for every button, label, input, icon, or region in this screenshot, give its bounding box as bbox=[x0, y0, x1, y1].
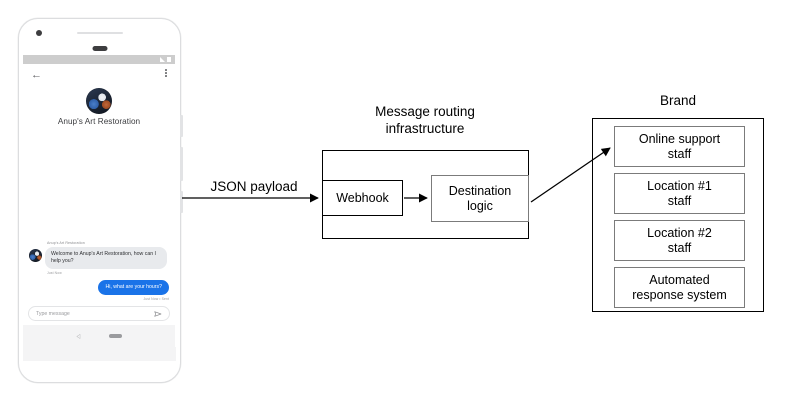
message-bubble-outgoing: Hi, what are your hours? bbox=[98, 280, 169, 295]
brand-avatar bbox=[86, 88, 112, 114]
brand-title: Brand bbox=[659, 93, 697, 108]
message-list: Anup's Art Restoration Welcome to Anup's… bbox=[23, 241, 175, 301]
send-icon[interactable] bbox=[154, 310, 162, 318]
message-row-incoming: Welcome to Anup's Art Restoration, how c… bbox=[29, 247, 169, 269]
brand-recipient-box-2[interactable]: Location #2 staff bbox=[614, 220, 745, 261]
back-arrow-icon[interactable]: ← bbox=[31, 69, 42, 81]
status-bar bbox=[23, 55, 175, 64]
app-bar: ← bbox=[23, 64, 175, 86]
message-timestamp: Just Now bbox=[47, 271, 62, 275]
destination-logic-label: Destination logic bbox=[448, 184, 512, 213]
brand-recipient-box-1[interactable]: Location #1 staff bbox=[614, 173, 745, 214]
nav-home-pill[interactable] bbox=[108, 334, 122, 338]
brand-name-label: Anup's Art Restoration bbox=[57, 117, 141, 126]
message-input[interactable]: Type message bbox=[36, 310, 70, 317]
avatar bbox=[29, 249, 42, 262]
phone-volume-down-button[interactable] bbox=[180, 147, 183, 181]
phone-top-bezel bbox=[19, 19, 180, 51]
brand-recipient-box-0[interactable]: Online support staff bbox=[614, 126, 745, 167]
phone-mockup: ← Anup's Art Restoration Anup's Art Rest… bbox=[18, 18, 183, 383]
destination-logic-box[interactable]: Destination logic bbox=[431, 175, 529, 222]
message-row-outgoing: Hi, what are your hours? bbox=[29, 280, 169, 295]
message-timestamp-sent: Just Now • Sent bbox=[143, 297, 169, 301]
brand-recipient-box-3[interactable]: Automated response system bbox=[614, 267, 745, 308]
message-composer[interactable]: Type message bbox=[28, 306, 170, 321]
message-sender-label: Anup's Art Restoration bbox=[47, 241, 85, 245]
json-payload-label: JSON payload bbox=[210, 179, 298, 194]
routing-title-line2: infrastructure bbox=[385, 121, 465, 136]
brand-recipient-label-1: Location #1 staff bbox=[647, 179, 712, 208]
conversation-header: Anup's Art Restoration bbox=[23, 86, 175, 126]
phone-power-button[interactable] bbox=[180, 191, 183, 213]
status-bar-icons bbox=[160, 57, 171, 62]
phone-bottom-bezel bbox=[23, 347, 176, 361]
message-bubble-incoming: Welcome to Anup's Art Restoration, how c… bbox=[45, 247, 167, 269]
kebab-menu-icon[interactable] bbox=[165, 69, 167, 77]
android-nav-bar: ◁ bbox=[23, 325, 175, 347]
speaker-grill bbox=[76, 32, 123, 34]
nav-back-icon[interactable]: ◁ bbox=[76, 333, 81, 340]
front-camera-icon bbox=[36, 30, 42, 36]
webhook-label: Webhook bbox=[336, 190, 389, 205]
battery-icon bbox=[167, 57, 171, 62]
webhook-box[interactable]: Webhook bbox=[322, 180, 403, 216]
routing-title-line1: Message routing bbox=[375, 104, 475, 119]
brand-recipient-label-2: Location #2 staff bbox=[647, 226, 712, 255]
phone-screen: ← Anup's Art Restoration Anup's Art Rest… bbox=[23, 55, 175, 347]
signal-icon bbox=[160, 57, 165, 62]
earpiece-icon bbox=[92, 46, 107, 51]
phone-volume-up-button[interactable] bbox=[180, 115, 183, 137]
brand-recipient-label-0: Online support staff bbox=[638, 132, 721, 161]
brand-recipient-label-3: Automated response system bbox=[632, 273, 727, 302]
